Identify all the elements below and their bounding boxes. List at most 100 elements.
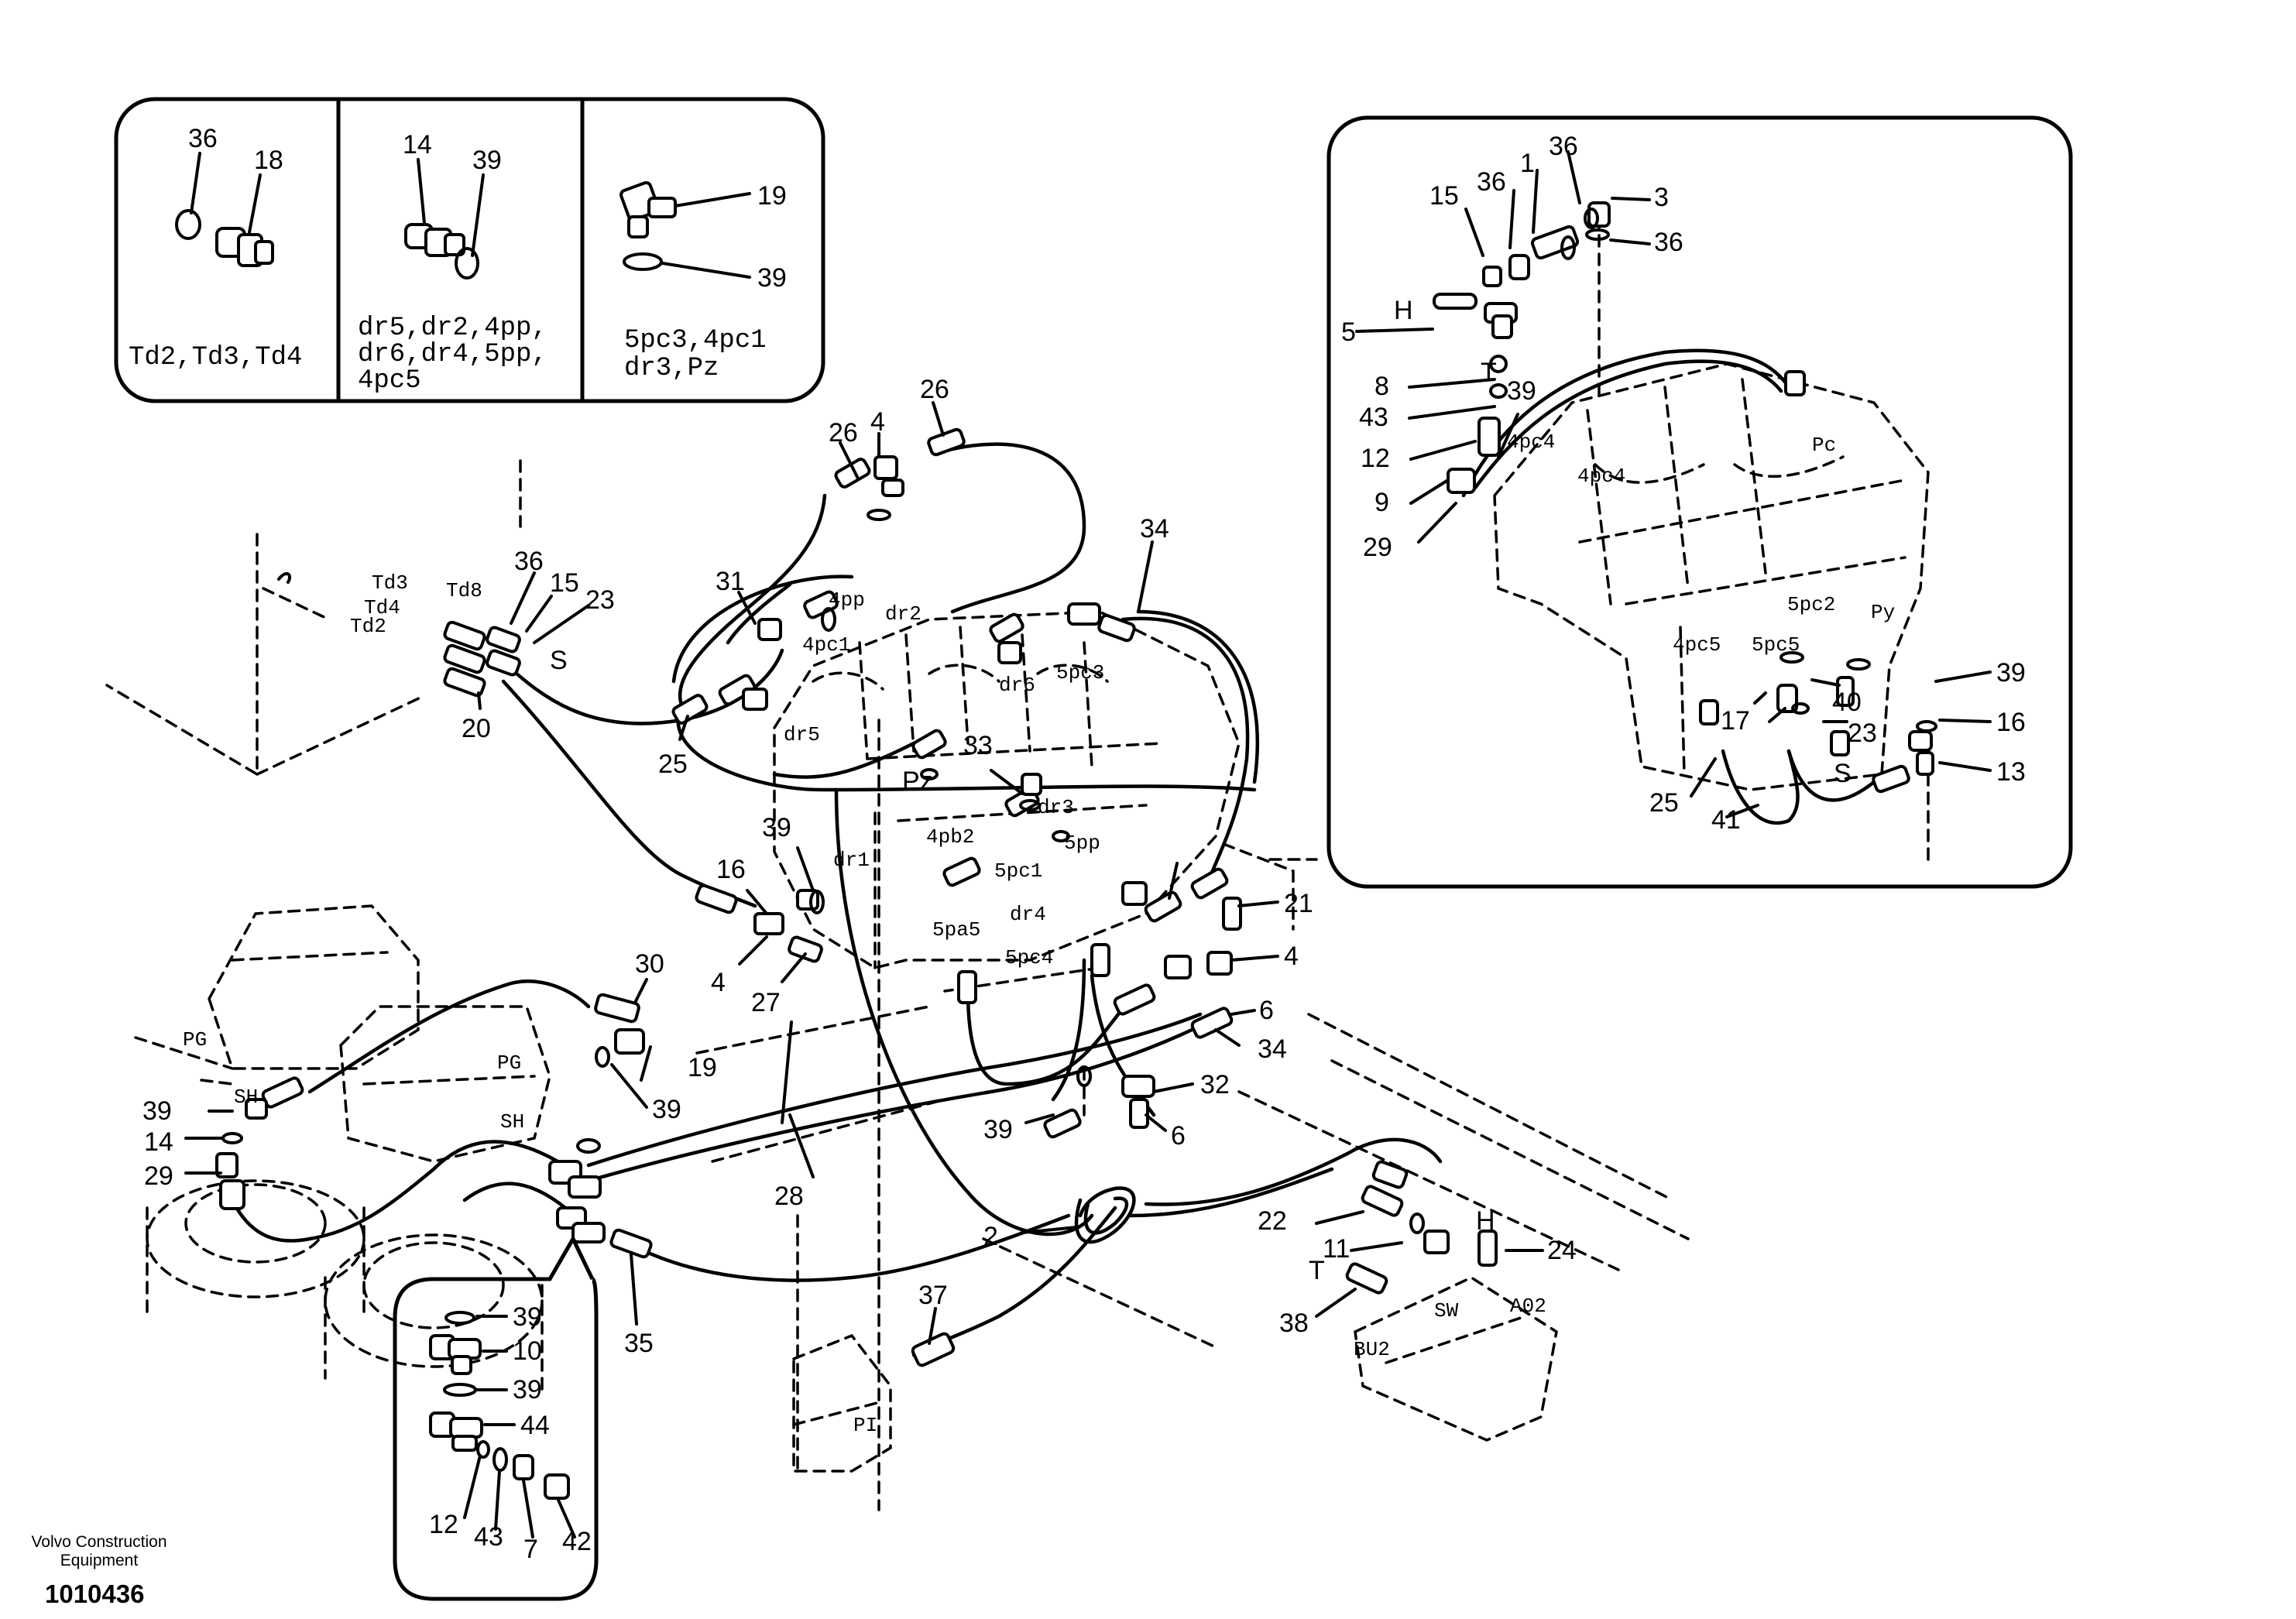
callout-26: 26	[829, 418, 858, 448]
port-label: 5pc2	[1787, 593, 1835, 616]
port-label: H	[1394, 296, 1413, 325]
callout-39: 39	[1996, 658, 2026, 688]
callout-13: 13	[1996, 757, 2026, 787]
port-label: 4pc4	[1577, 465, 1625, 488]
callout-17: 17	[1721, 706, 1750, 736]
callout-32: 32	[1200, 1070, 1230, 1099]
callout-36: 36	[1477, 167, 1506, 197]
callout-43: 43	[474, 1522, 503, 1552]
callout-15: 15	[550, 568, 579, 598]
port-label: dr6	[999, 674, 1035, 697]
callout-16: 16	[716, 855, 746, 884]
port-label: SH	[234, 1086, 258, 1109]
callout-33: 33	[963, 731, 993, 760]
callout-36: 36	[1654, 228, 1683, 257]
port-label: T	[1309, 1256, 1325, 1285]
legend-caption: Td2,Td3,Td4	[129, 343, 302, 372]
hose-fitting-icon	[215, 427, 1498, 1367]
callout-41: 41	[1711, 805, 1741, 835]
callout-40: 40	[1832, 688, 1862, 717]
port-label: S	[1834, 759, 1852, 788]
callout-39: 39	[513, 1375, 542, 1405]
callout-16: 16	[1996, 708, 2026, 737]
legend-caption-line: dr6,dr4,5pp,	[358, 340, 547, 369]
port-label: dr5	[784, 723, 820, 746]
inset-frame	[1326, 115, 2073, 889]
callout-6: 6	[1171, 1121, 1186, 1151]
inset-frame	[393, 1234, 599, 1601]
callout-23: 23	[1848, 719, 1877, 748]
callout-39: 39	[652, 1095, 681, 1124]
port-label: 4pp	[829, 588, 865, 612]
port-label: Td8	[446, 579, 482, 602]
port-label: dr2	[885, 602, 921, 626]
port-label: Td2	[350, 615, 386, 638]
port-label: Pc	[1812, 434, 1836, 457]
port-label: PG	[183, 1028, 207, 1051]
callout-29: 29	[1363, 533, 1392, 562]
port-label: 4pc1	[802, 633, 850, 657]
callout-39: 39	[472, 146, 502, 175]
port-label: Py	[1871, 601, 1895, 624]
callout-4: 4	[870, 407, 885, 437]
legend-caption-line: 4pc5	[358, 366, 421, 396]
callout-4: 4	[1284, 942, 1299, 971]
callout-39: 39	[142, 1096, 172, 1126]
port-label: 5pc1	[994, 859, 1042, 883]
callout-12: 12	[1361, 444, 1390, 473]
port-label: Td3	[372, 571, 408, 595]
callout-37: 37	[918, 1281, 948, 1310]
callout-1: 1	[1520, 149, 1535, 178]
callout-25: 25	[658, 749, 688, 779]
callout-14: 14	[144, 1127, 173, 1157]
drawing-number: 1010436	[45, 1580, 144, 1608]
legend-caption-line: dr3,Pz	[624, 354, 719, 383]
port-label: 5pa5	[932, 918, 980, 942]
callout-27: 27	[751, 988, 781, 1017]
callout-34: 34	[1258, 1034, 1287, 1064]
o-ring-icon	[623, 252, 663, 271]
port-label: 5pp	[1064, 832, 1100, 855]
port-label: PI	[853, 1414, 877, 1437]
callout-31: 31	[716, 567, 745, 596]
brand-line: Equipment	[60, 1552, 139, 1569]
callout-36: 36	[514, 547, 544, 576]
port-label: 5pc4	[1005, 946, 1053, 969]
callout-2: 2	[983, 1222, 998, 1251]
port-label: SW	[1434, 1299, 1459, 1322]
callout-30: 30	[635, 949, 664, 979]
callout-12: 12	[429, 1510, 458, 1539]
port-label: Td4	[364, 596, 400, 619]
callout-39: 39	[762, 813, 791, 842]
port-label: dr4	[1010, 903, 1046, 926]
legend-panel-3: 19 39 5pc3,4pc1 dr3,Pz	[619, 181, 787, 383]
port-label: H	[1476, 1206, 1495, 1236]
port-label: SH	[500, 1110, 524, 1134]
port-label: S	[550, 646, 568, 675]
port-label: dr3	[1038, 796, 1074, 819]
callout-4: 4	[711, 968, 726, 997]
port-label: A02	[1510, 1295, 1546, 1318]
callout-18: 18	[254, 146, 283, 175]
callout-3: 3	[1654, 183, 1669, 212]
callout-22: 22	[1258, 1206, 1287, 1236]
callout-25: 25	[1649, 788, 1679, 818]
callout-39: 39	[1507, 376, 1536, 406]
plug-fitting-icon	[215, 227, 274, 267]
legend-caption-line: 5pc3,4pc1	[624, 326, 767, 355]
callout-42: 42	[562, 1527, 592, 1556]
o-ring-icon	[455, 247, 479, 280]
legend-caption-line: dr5,dr2,4pp,	[358, 314, 547, 343]
legend-frame	[114, 97, 825, 403]
callout-5: 5	[1341, 317, 1356, 347]
legend-panel-2: 14 39 dr5,dr2,4pp, dr6,dr4,5pp, 4pc5	[358, 130, 547, 396]
detail-inset-bottom-left: 39 10 39 44 12 43 7 42	[393, 1234, 599, 1601]
callout-39: 39	[513, 1302, 542, 1332]
callout-24: 24	[1547, 1236, 1577, 1265]
port-label: Pz	[902, 767, 933, 796]
callout-39: 39	[757, 263, 787, 293]
legend-panel-1: 36 18 Td2,Td3,Td4	[129, 124, 302, 372]
callout-14: 14	[403, 130, 432, 159]
callout-36: 36	[1549, 132, 1578, 161]
